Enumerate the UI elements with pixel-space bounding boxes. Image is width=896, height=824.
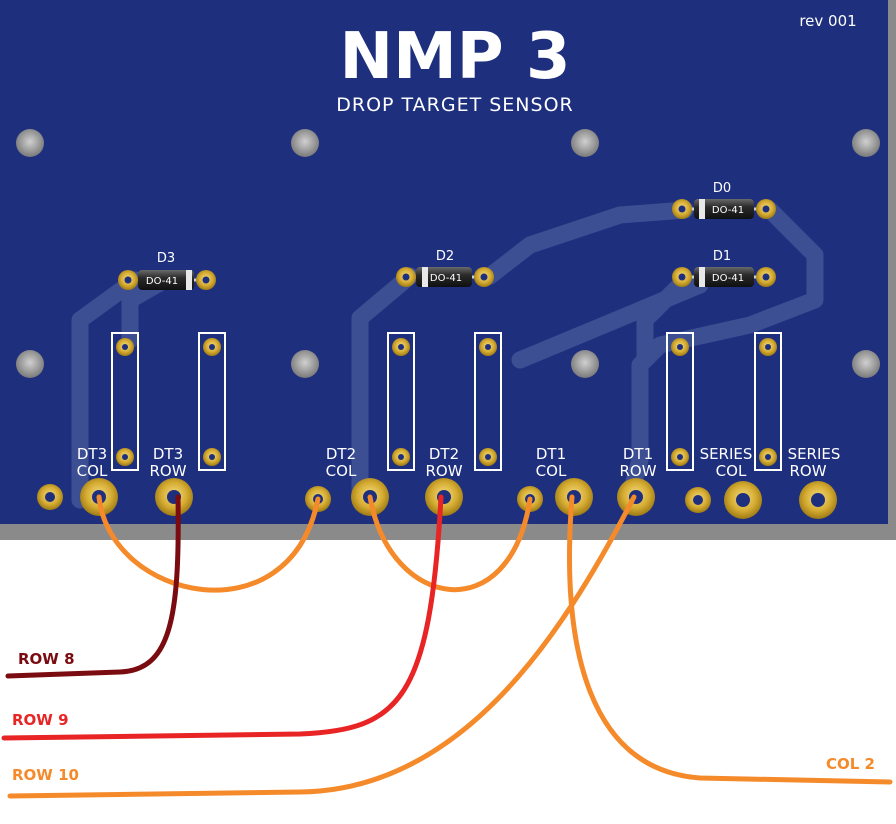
wire-jumper-dt3-dt2: [96, 494, 321, 593]
diode-ref: D0: [713, 181, 731, 196]
switch-pads: [116, 338, 777, 466]
terminal-label: ROW: [619, 462, 656, 480]
wire-label-row-10: ROW 10: [12, 766, 79, 784]
wire-label-row-8: ROW 8: [18, 650, 75, 668]
wire-col-2: [567, 494, 893, 785]
diode-d0: D0 DO-41: [672, 181, 776, 219]
mounting-holes: [16, 129, 880, 378]
terminal-label: ROW: [149, 462, 186, 480]
wires: [1, 494, 893, 799]
wire-label-row-9: ROW 9: [12, 711, 69, 729]
terminal-label: DT3: [153, 445, 183, 463]
terminal-label: DT1: [623, 445, 653, 463]
terminal-label: DT3: [77, 445, 107, 463]
wire-row-9: [1, 494, 444, 741]
terminal-labels: DT3 COL DT3 ROW DT2 COL DT2 ROW DT1 COL …: [77, 445, 841, 480]
terminal-label: COL: [326, 462, 357, 480]
terminal-label: DT2: [326, 445, 356, 463]
terminal-label: COL: [716, 462, 747, 480]
diode-package: DO-41: [430, 273, 462, 284]
terminal-label: COL: [536, 462, 567, 480]
board-title: NMP 3: [340, 20, 571, 94]
terminal-label: COL: [77, 462, 108, 480]
terminal-label: SERIES: [700, 445, 753, 463]
terminal-label: SERIES: [788, 445, 841, 463]
diode-d2: D2 DO-41: [396, 249, 494, 287]
traces: [71, 201, 824, 509]
terminal-label: DT2: [429, 445, 459, 463]
diode-ref: D2: [436, 249, 454, 264]
wire-jumper-dt2-dt1: [367, 494, 533, 592]
diode-ref: D1: [713, 249, 731, 264]
terminal-label: ROW: [425, 462, 462, 480]
wire-row-8: [5, 494, 181, 679]
diode-ref: D3: [157, 251, 175, 266]
wire-row-10: [7, 494, 637, 799]
board-subtitle: DROP TARGET SENSOR: [336, 94, 573, 116]
diode-package: DO-41: [712, 205, 744, 216]
pcb-board: [0, 0, 888, 524]
diode-package: DO-41: [712, 273, 744, 284]
terminal-label: DT1: [536, 445, 566, 463]
diode-package: DO-41: [146, 276, 178, 287]
diode-d1: D1 DO-41: [672, 249, 776, 287]
wire-label-col-2: COL 2: [826, 755, 875, 773]
revision-label: rev 001: [799, 12, 856, 30]
terminal-label: ROW: [789, 462, 826, 480]
diode-d3: D3 DO-41: [118, 251, 216, 290]
switch-footprints: [111, 332, 782, 471]
